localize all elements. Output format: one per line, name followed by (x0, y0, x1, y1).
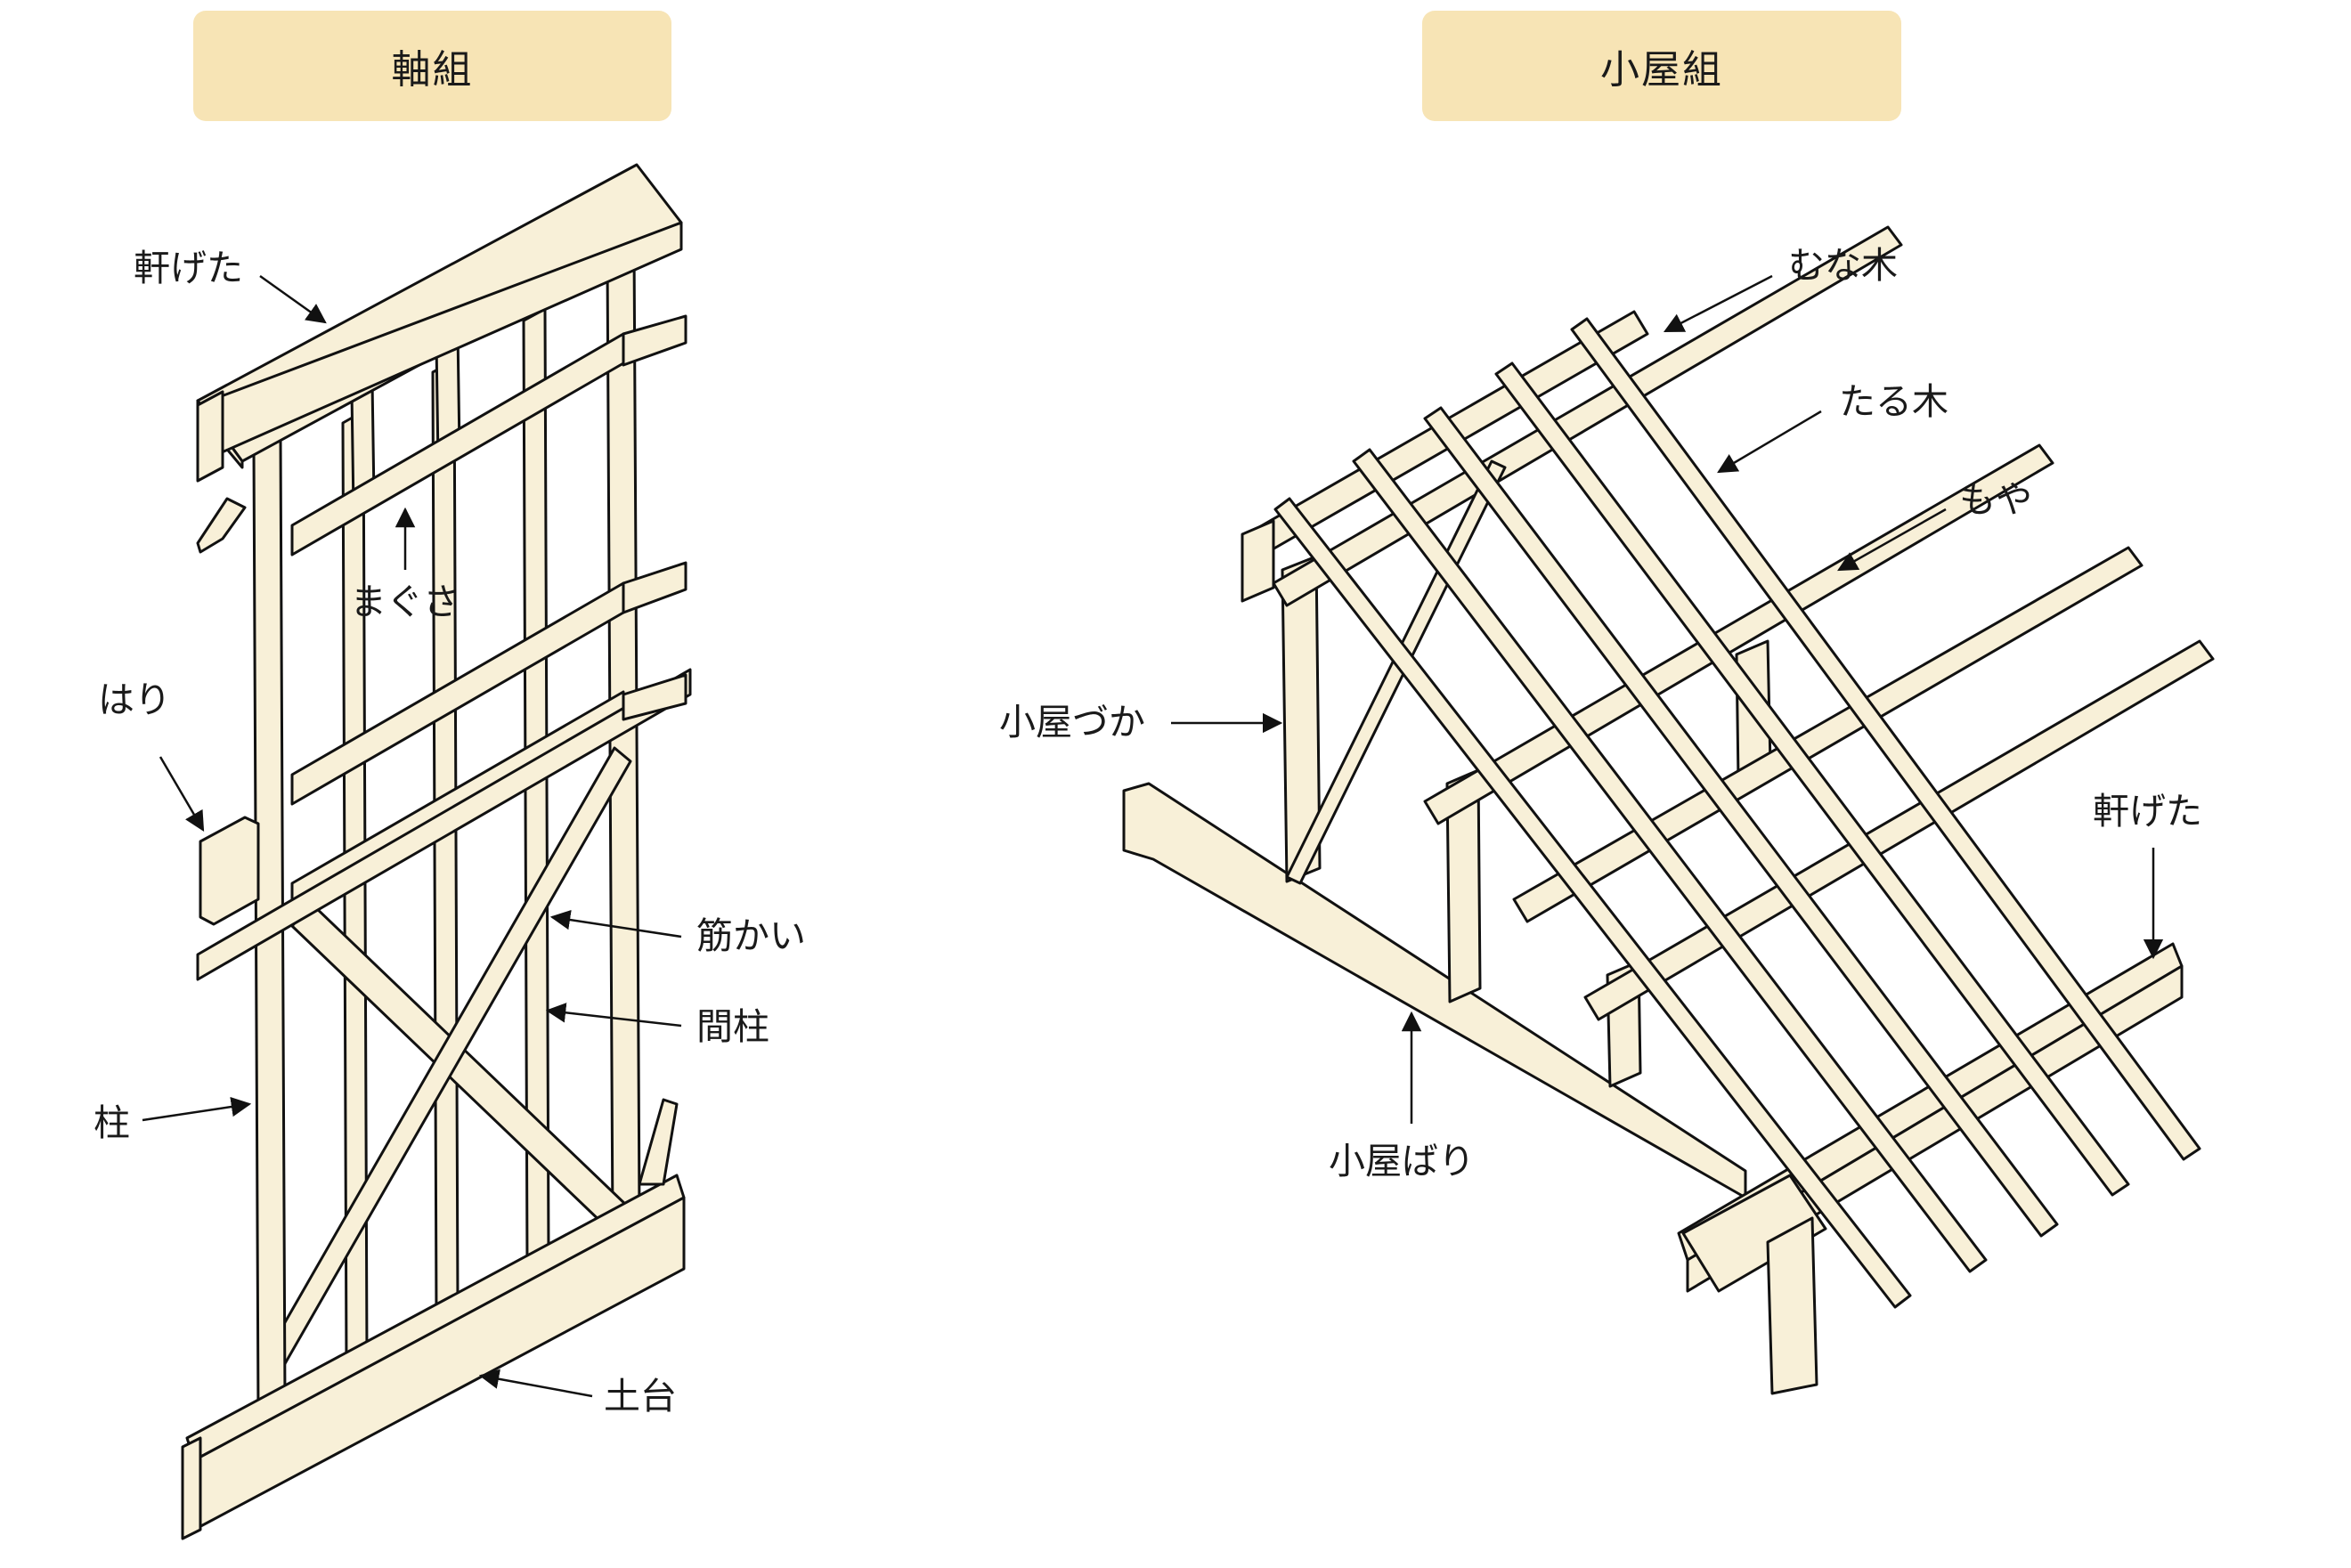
moya-purlin (1272, 225, 1903, 607)
moya-purlin (1512, 546, 2144, 923)
header-jikugumi-text: 軸組 (391, 47, 474, 93)
jikugumi-frame (181, 163, 692, 1540)
taruki-rafter (1273, 497, 1912, 1309)
label-koyabari: 小屋ばり (1329, 1140, 1475, 1182)
leader-mabashira (545, 1003, 682, 1028)
hari-stub (196, 668, 692, 981)
leader-hari (159, 756, 205, 832)
header-koyagumi-text: 小屋組 (1600, 47, 1723, 93)
sill-block (1681, 1174, 1827, 1293)
label-moya: もや (1959, 478, 2032, 521)
hari-beam-end (199, 816, 260, 926)
beam-stub (622, 314, 687, 367)
label-hari: はり (98, 678, 171, 721)
label-nokigeta-right: 軒げた (2093, 790, 2202, 833)
beam-stub (622, 673, 687, 721)
label-dodai: 土台 (604, 1375, 677, 1418)
label-hashira: 柱 (94, 1101, 130, 1144)
label-nokigeta-left: 軒げた (134, 247, 243, 289)
taruki-rafter (1352, 448, 1988, 1273)
taruki-rafter (1570, 317, 2201, 1161)
brace (290, 902, 630, 1231)
leader-dodai (478, 1369, 593, 1398)
label-sujikai: 筋かい (696, 914, 806, 957)
header-jikugumi: 軸組 (193, 11, 671, 121)
sill-brace (638, 1098, 679, 1186)
nokigeta-end (196, 390, 224, 483)
label-taruki: たる木 (1839, 380, 1948, 423)
taruki-rafter (1423, 406, 2059, 1238)
beam-stub-left (196, 497, 247, 554)
beam-stub (622, 561, 687, 614)
label-mabashira: 間柱 (696, 1005, 769, 1048)
support-post (1766, 1216, 1818, 1395)
leader-taruki (1717, 410, 1822, 474)
taruki-rafter (1494, 362, 2130, 1197)
leader-nokigeta-left (259, 274, 327, 324)
koyazuka-post (1445, 768, 1482, 1003)
header-koyagumi: 小屋組 (1422, 11, 1901, 121)
koyazuka-post (1281, 555, 1322, 883)
leader-moya (1837, 508, 1947, 572)
leader-sujikai (549, 909, 682, 938)
label-munagi: むな木 (1788, 244, 1898, 287)
dodai-sill-end (181, 1436, 202, 1540)
label-magusa: まぐさ (350, 581, 460, 623)
koyagumi-frame (1122, 225, 2215, 1395)
label-koyazuka: 小屋づか (999, 701, 1145, 743)
leader-munagi (1664, 274, 1773, 333)
ridge-end (1241, 519, 1275, 603)
leader-hashira (142, 1096, 252, 1122)
moya-purlin (1583, 639, 2215, 1021)
